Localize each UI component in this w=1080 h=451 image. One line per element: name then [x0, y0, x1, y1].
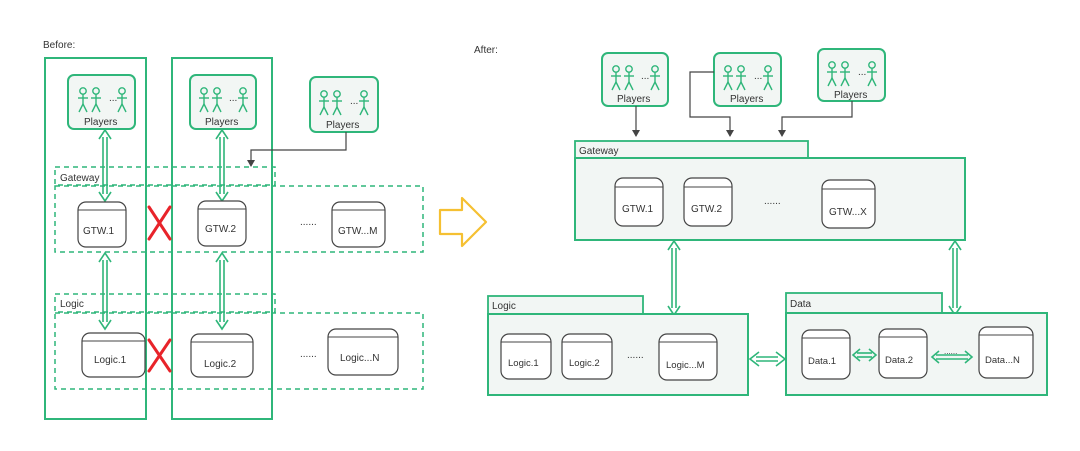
after-arrow-gateway-data	[948, 239, 962, 317]
after-logic-node-1: Logic.1	[500, 333, 552, 380]
logic-label: Logic.1	[94, 355, 127, 366]
before-logic-layer	[54, 312, 424, 390]
before-logic-ellipsis: ......	[300, 349, 317, 360]
before-arrow-players-gtw2	[215, 128, 229, 203]
logic-label: Logic.2	[204, 359, 237, 370]
gtw-label: GTW...X	[829, 207, 867, 218]
before-logic-node-1: Logic.1	[81, 332, 146, 378]
cross-mark-logic	[147, 338, 172, 373]
before-gateway-layer	[54, 185, 424, 253]
players-label: Players	[617, 94, 650, 105]
after-players-2: ... Players	[713, 52, 782, 107]
players-label: Players	[834, 90, 867, 101]
after-data-node-2: Data.2	[878, 328, 928, 379]
before-logic-label: Logic	[60, 299, 84, 310]
after-arrow-gateway-logic	[667, 239, 681, 317]
after-players3-connector	[778, 101, 853, 137]
before-arrow-gtw1-logic1	[98, 251, 112, 331]
after-players-3: ... Players	[817, 48, 886, 102]
after-gtw-node-2: GTW.2	[683, 177, 733, 227]
after-logic-label: Logic	[492, 301, 516, 312]
after-players-1: ... Players	[601, 52, 669, 107]
before-logic-node-2: Logic.2	[190, 333, 254, 378]
after-data-node-n: Data...N	[978, 326, 1034, 379]
players-label: Players	[730, 94, 763, 105]
gtw-label: GTW.2	[691, 204, 723, 215]
after-logic-node-m: Logic...M	[658, 333, 718, 381]
before-logic-tab	[54, 293, 276, 313]
before-heading: Before:	[43, 40, 75, 51]
before-column-2	[171, 57, 273, 420]
after-arrow-logic-data	[748, 351, 787, 367]
before-gtw-ellipsis: ......	[300, 217, 317, 228]
player-ellipsis: ...	[641, 71, 649, 82]
logic-label: Logic.2	[569, 358, 600, 369]
before-players-3: ... Players	[309, 76, 379, 133]
after-data-node-1: Data.1	[801, 329, 851, 380]
cross-mark-gateway	[147, 205, 172, 241]
after-logic-node-2: Logic.2	[561, 333, 613, 380]
after-gateway-label: Gateway	[579, 146, 618, 157]
before-players-1: ... Players	[67, 74, 136, 130]
data-label: Data.1	[808, 356, 836, 367]
after-data-label: Data	[790, 299, 812, 310]
before-gateway-label: Gateway	[60, 173, 99, 184]
logic-label: Logic.1	[508, 358, 539, 369]
player-ellipsis: ...	[350, 96, 358, 107]
logic-label: Logic...N	[340, 353, 379, 364]
before-arrow-gtw2-logic2	[215, 251, 229, 331]
logic-label: Logic...M	[666, 360, 705, 371]
players-label: Players	[205, 117, 238, 128]
player-ellipsis: ...	[754, 71, 762, 82]
after-gtw-node-1: GTW.1	[614, 177, 664, 227]
data-label: Data.2	[885, 355, 913, 366]
before-gtw-node-m: GTW...M	[331, 201, 386, 248]
after-arrow-data2-datan	[930, 350, 974, 364]
before-players-2: ... Players	[189, 74, 257, 130]
gtw-label: GTW.2	[205, 224, 237, 235]
players-label: Players	[84, 117, 117, 128]
data-label: Data...N	[985, 355, 1020, 366]
after-data-ellipsis: ......	[944, 347, 957, 356]
after-logic-ellipsis: ......	[627, 350, 644, 361]
after-gtw-ellipsis: ......	[764, 196, 781, 207]
player-ellipsis: ...	[229, 93, 237, 104]
player-ellipsis: ...	[109, 93, 117, 104]
after-players2-connector	[689, 71, 734, 137]
gtw-label: GTW.1	[622, 204, 654, 215]
after-gtw-node-x: GTW...X	[821, 179, 876, 229]
players-label: Players	[326, 120, 359, 131]
gtw-label: GTW.1	[83, 226, 115, 237]
before-players3-connector	[247, 132, 347, 167]
before-gtw-node-2: GTW.2	[197, 200, 247, 247]
gtw-label: GTW...M	[338, 226, 377, 237]
before-logic-node-n: Logic...N	[327, 328, 399, 376]
before-arrow-players-gtw1	[98, 128, 112, 203]
transition-arrow-icon	[438, 196, 488, 248]
before-gateway-tab	[54, 166, 276, 186]
after-heading: After:	[474, 45, 498, 56]
before-column-1	[44, 57, 147, 420]
after-arrow-data1-data2	[851, 348, 878, 362]
player-ellipsis: ...	[858, 67, 866, 78]
before-gtw-node-1: GTW.1	[77, 201, 127, 248]
